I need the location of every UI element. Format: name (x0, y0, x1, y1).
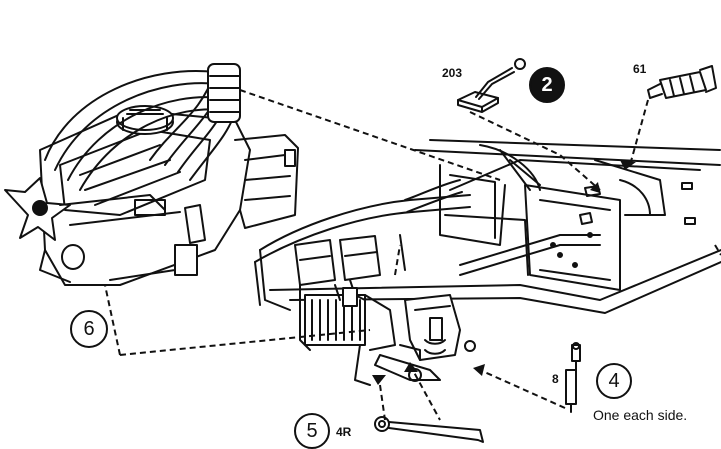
dashed-leaders (104, 89, 721, 421)
leader-right-edge (714, 244, 721, 256)
horn-part (647, 65, 717, 99)
leader-engine-lower (119, 329, 371, 356)
leader-shock (479, 369, 566, 409)
part-number-61: 61 (633, 62, 647, 76)
leader-shifter (469, 111, 601, 191)
step-5-callout: 5 (294, 413, 330, 449)
step-2-callout: 2 (529, 67, 565, 103)
arrowheads (372, 160, 636, 385)
part-number-203: 203 (442, 66, 463, 80)
front-suspension (374, 294, 581, 413)
radiator-assembly (254, 235, 396, 386)
engine-assembly (4, 105, 299, 286)
tie-rod (374, 416, 484, 443)
shifter-part (457, 58, 526, 113)
leader-tie-rod-left (379, 384, 386, 421)
leader-horn (629, 99, 649, 166)
spark-plug-wires (44, 63, 241, 191)
leader-tie-rod-right (409, 364, 441, 421)
leader-engine-to-frame (239, 89, 501, 181)
leader-engine-bottom (104, 284, 121, 356)
step-4-callout: 4 (596, 363, 632, 399)
part-number-4r: 4R (336, 425, 352, 439)
leader-radiator (394, 244, 401, 276)
step-6-callout: 6 (70, 310, 108, 348)
part-number-8: 8 (552, 372, 559, 386)
chassis-frame (254, 139, 721, 314)
one-each-side-note: One each side. (593, 407, 688, 423)
